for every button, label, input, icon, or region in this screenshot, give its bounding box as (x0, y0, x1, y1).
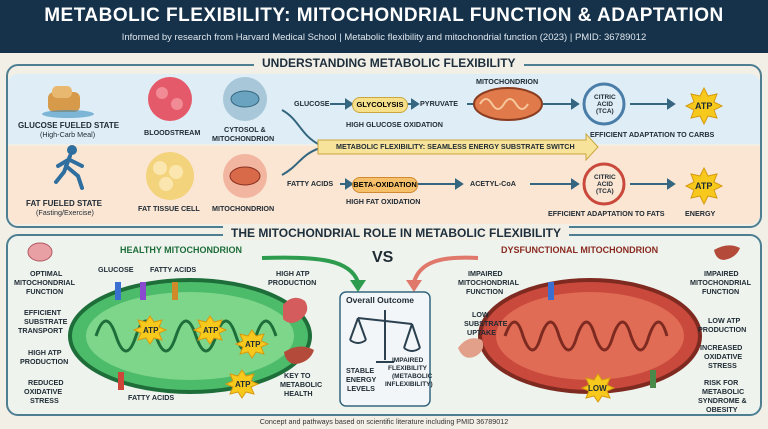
tca-top-2: ACID (597, 101, 613, 108)
bloodstream-label: BLOODSTREAM (144, 128, 201, 137)
header-banner (0, 0, 768, 53)
optimal-1: OPTIMAL (30, 269, 63, 278)
risk-2: METABOLIC (702, 387, 745, 396)
fatty-acids-label: FATTY ACIDS (287, 179, 334, 188)
impaired-flex-2: FLEXIBILITY (388, 365, 427, 372)
atp-top-label: ATP (695, 101, 713, 111)
beta-ox-pill: BETA-OXIDATION (352, 177, 418, 193)
stable-3: LEVELS (347, 384, 375, 393)
high-atp-l-1: HIGH ATP (28, 348, 62, 357)
high-atp-r-2: PRODUCTION (268, 278, 317, 287)
optimal-3: FUNCTION (26, 287, 64, 296)
reduced-2: OXIDATIVE (24, 387, 63, 396)
impaired-l-3: FUNCTION (466, 287, 504, 296)
glucose-label-bottom: GLUCOSE (98, 265, 134, 274)
bottom-section-title: THE MITOCHONDRIAL ROLE IN METABOLIC FLEX… (223, 226, 569, 240)
high-atp-r-1: HIGH ATP (276, 269, 310, 278)
atp-healthy-3: ATP (245, 340, 261, 349)
stable-1: STABLE (346, 366, 375, 375)
key-1: KEY TO (284, 371, 311, 380)
glucose-state-sub: (High-Carb Meal) (40, 130, 96, 139)
reduced-3: STRESS (30, 396, 59, 405)
risk-3: SYNDROME & (698, 396, 747, 405)
healthy-title: HEALTHY MITOCHONDRION (120, 245, 243, 255)
fat-mito-label: MITOCHONDRION (212, 204, 275, 213)
impaired-l-2: MITOCHONDRIAL (458, 278, 519, 287)
tca-bottom-3: (TCA) (596, 188, 614, 195)
glycolysis-pill: GLYCOLYSIS (352, 97, 408, 113)
cytosol-label: CYTOSOL & (224, 125, 266, 134)
impaired-l-1: IMPAIRED (468, 269, 503, 278)
tca-top-3: (TCA) (596, 108, 614, 115)
impaired-r-3: FUNCTION (702, 287, 740, 296)
transport-1: EFFICIENT (24, 308, 62, 317)
fat-state-sub: (Fasting/Exercise) (36, 208, 94, 217)
reduced-1: REDUCED (28, 378, 64, 387)
risk-1: RISK FOR (704, 378, 739, 387)
energy-label: ENERGY (685, 209, 716, 218)
dysfunctional-title: DYSFUNCTIONAL MITOCHONDRION (501, 245, 659, 255)
tca-top-1: CITRIC (594, 94, 616, 101)
fatty-acids-label-bottom: FATTY ACIDS (150, 265, 197, 274)
atp-healthy-4: ATP (235, 380, 251, 389)
glucose-label: GLUCOSE (294, 99, 330, 108)
impaired-r-1: IMPAIRED (704, 269, 739, 278)
efficient-carbs: EFFICIENT ADAPTATION TO CARBS (590, 130, 715, 139)
low-atp-2: PRODUCTION (698, 325, 747, 334)
optimal-2: MITOCHONDRIAL (14, 278, 75, 287)
impaired-r-2: MITOCHONDRIAL (690, 278, 751, 287)
low-uptake-3: UPTAKE (467, 328, 497, 337)
pyruvate-label: PYRUVATE (420, 99, 459, 108)
stress-1: INCREASED (700, 343, 743, 352)
low-atp-1: LOW ATP (708, 316, 741, 325)
impaired-flex-1: IMPAIRED (392, 357, 424, 364)
atp-healthy-1: ATP (143, 326, 159, 335)
acetyl-label: ACETYL-CoA (470, 179, 516, 188)
atp-bottom-label: ATP (695, 181, 713, 191)
risk-4: OBESITY (706, 405, 738, 414)
impaired-flex-4: INFLEXIBILITY) (385, 381, 433, 388)
overall-title: Overall Outcome (346, 295, 415, 305)
tca-bottom-1: CITRIC (594, 174, 616, 181)
low-uptake-2: SUBSTRATE (464, 319, 508, 328)
fat-state-label: FAT FUELED STATE (26, 199, 102, 208)
atp-healthy-2: ATP (203, 326, 219, 335)
top-section-title: UNDERSTANDING METABOLIC FLEXIBILITY (254, 56, 524, 70)
switch-label: METABOLIC FLEXIBILITY: SEAMLESS ENERGY S… (336, 142, 575, 151)
high-glucose-ox: HIGH GLUCOSE OXIDATION (346, 120, 443, 129)
low-uptake-1: LOW (472, 310, 489, 319)
fatty-acids-label-bottom-2: FATTY ACIDS (128, 393, 175, 402)
stable-2: ENERGY (346, 375, 377, 384)
key-3: HEALTH (284, 389, 313, 398)
stress-3: STRESS (708, 361, 737, 370)
high-fat-ox: HIGH FAT OXIDATION (346, 197, 421, 206)
fat-cell-label: FAT TISSUE CELL (138, 204, 200, 213)
tca-bottom-2: ACID (597, 181, 613, 188)
high-atp-l-2: PRODUCTION (20, 357, 69, 366)
mito-label-top: MITOCHONDRION (476, 77, 539, 86)
glucose-state-label: GLUCOSE FUELED STATE (18, 121, 120, 130)
footer-note: Concept and pathways based on scientific… (259, 417, 509, 426)
impaired-flex-3: (METABOLIC (392, 373, 433, 380)
transport-2: SUBSTRATE (24, 317, 68, 326)
transport-3: TRANSPORT (18, 326, 63, 335)
efficient-fats: EFFICIENT ADAPTATION TO FATS (548, 209, 665, 218)
low-label: LOW (588, 384, 607, 393)
page-title: METABOLIC FLEXIBILITY: MITOCHONDRIAL FUN… (44, 5, 724, 26)
key-2: METABOLIC (280, 380, 323, 389)
cytosol-label-2: MITOCHONDRION (212, 134, 275, 143)
page-subtitle: Informed by research from Harvard Medica… (121, 32, 647, 43)
vs-label: VS (372, 249, 394, 266)
stress-2: OXIDATIVE (704, 352, 743, 361)
